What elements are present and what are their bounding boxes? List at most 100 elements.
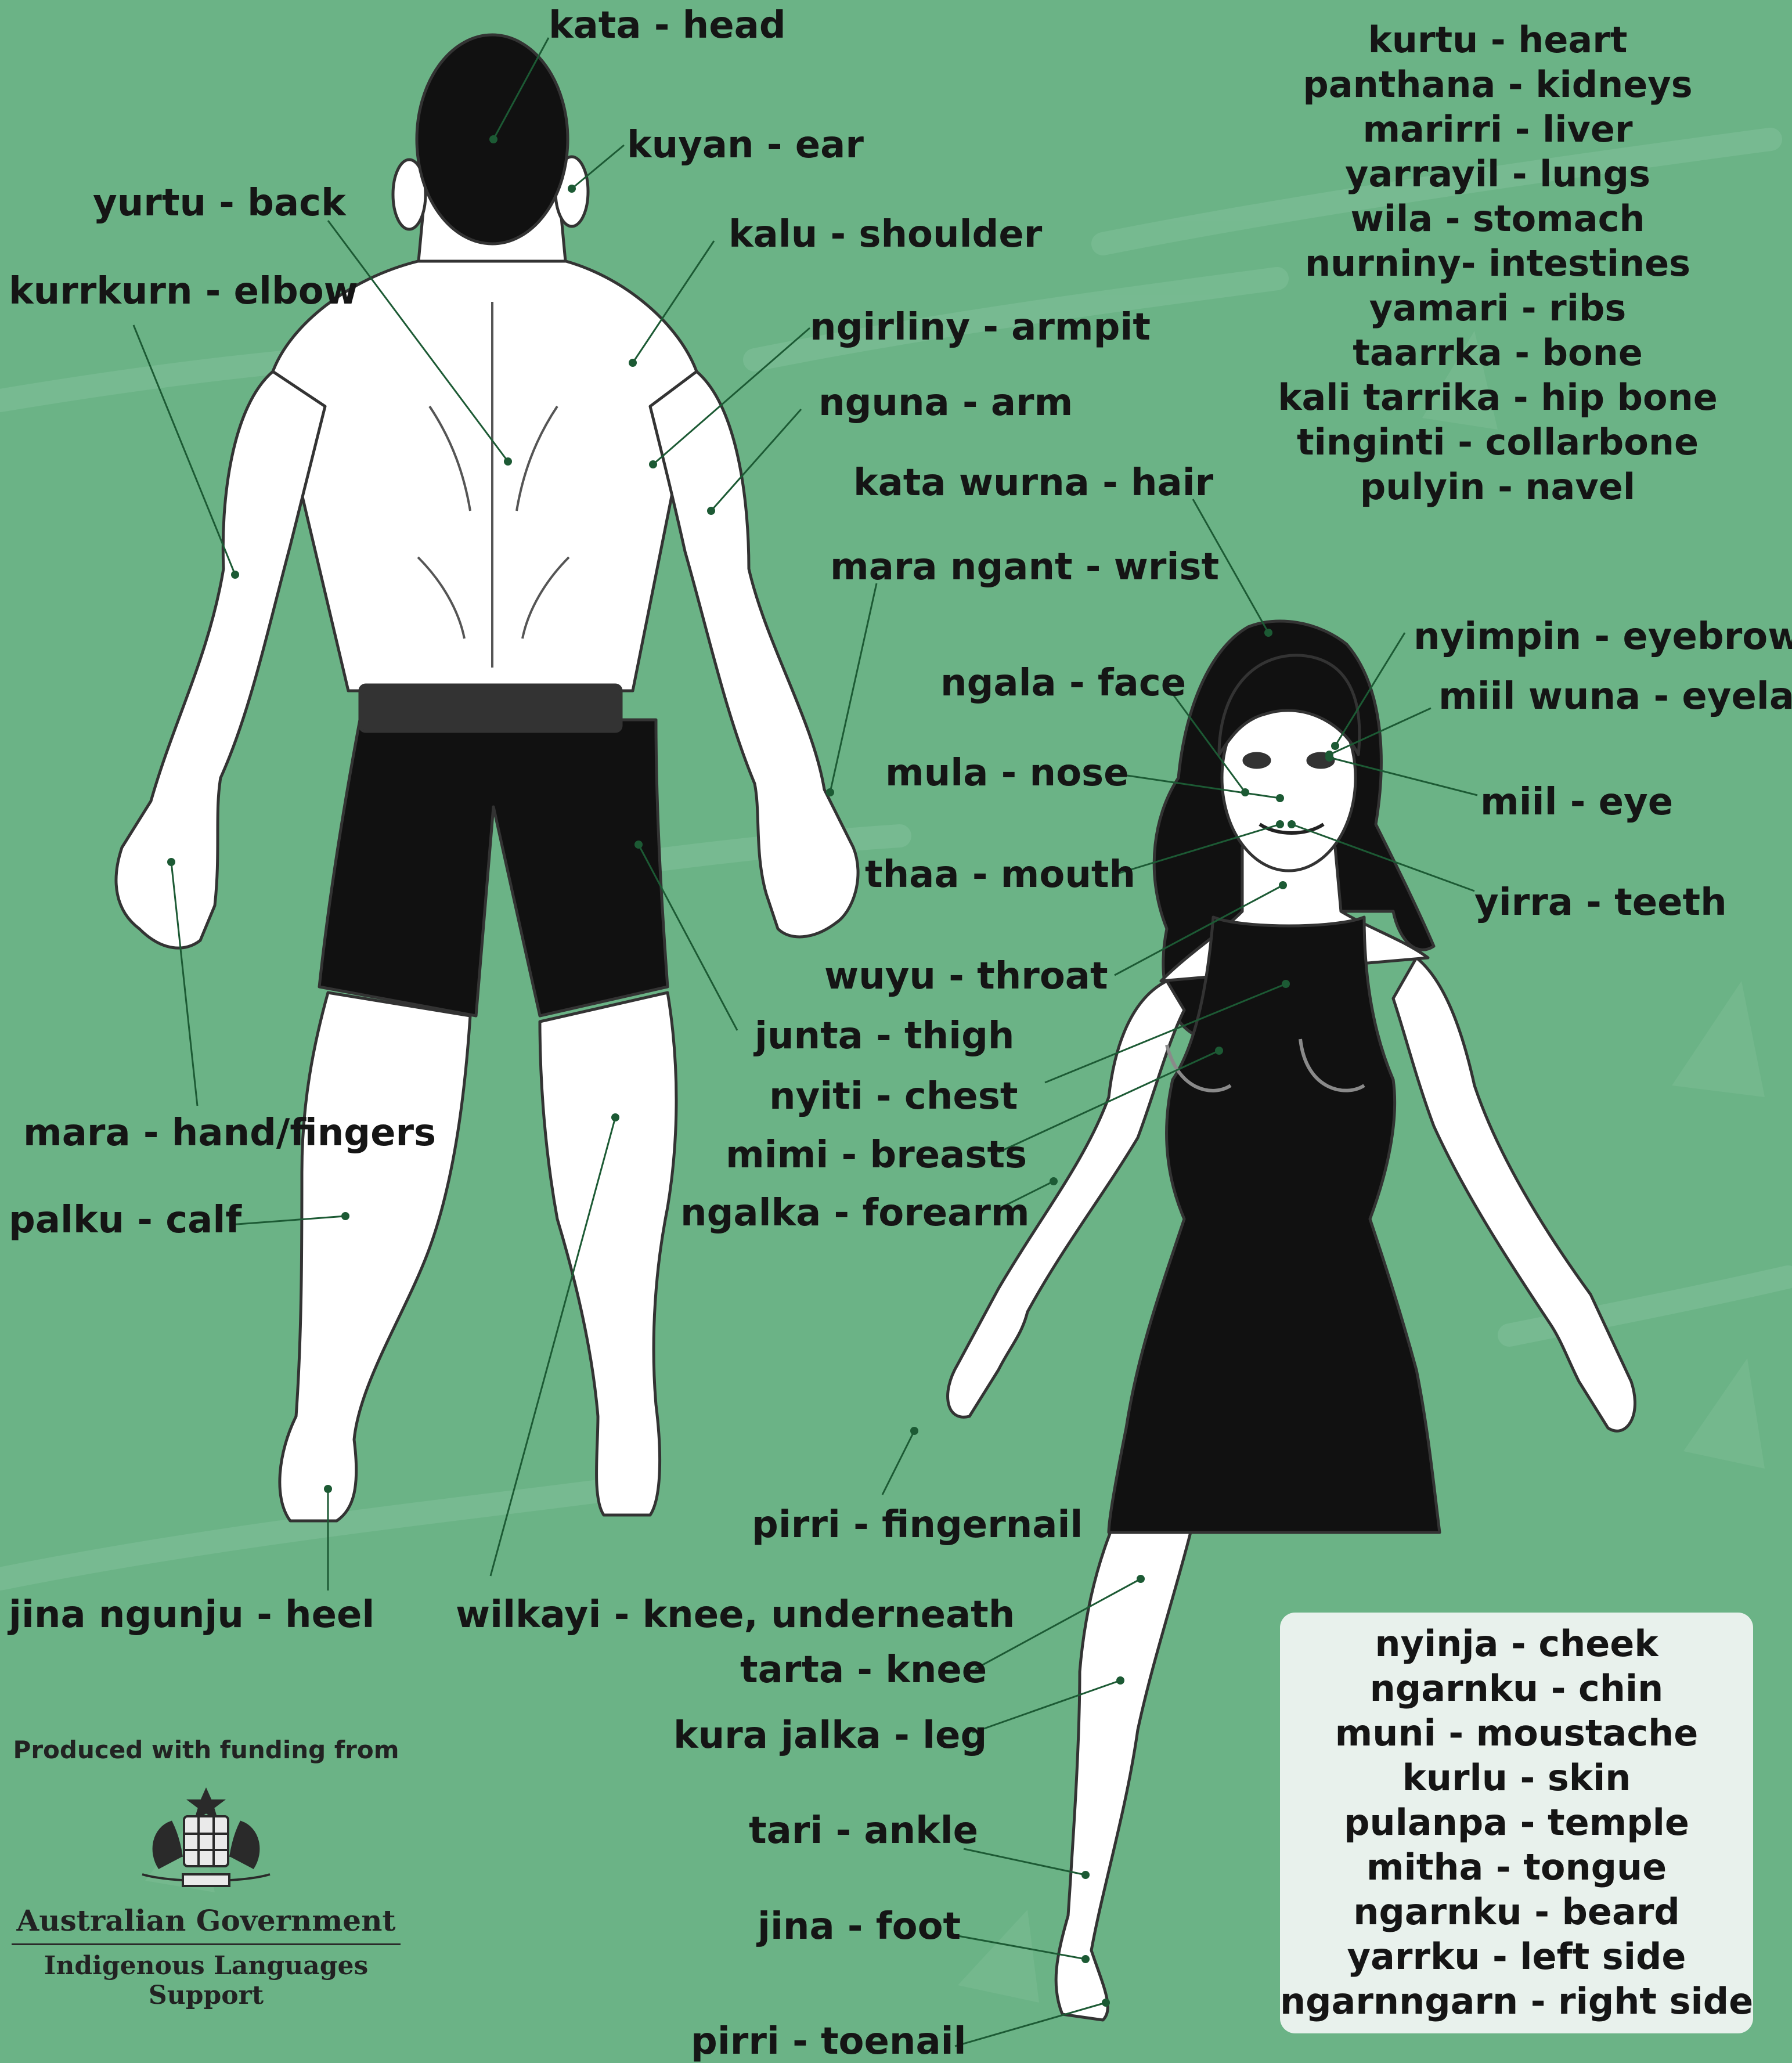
label-back: yurtu - back: [93, 185, 346, 222]
label-eyebrow: nyimpin - eyebrow: [1414, 618, 1792, 655]
leader-dot-thigh: [634, 841, 643, 849]
leader-dot-arm: [707, 507, 715, 515]
leader-dot-hair: [1264, 629, 1272, 637]
leader-line-hand: [171, 862, 197, 1106]
label-knee: tarta - knee: [740, 1651, 987, 1689]
leader-dot-mouth: [1276, 820, 1284, 828]
vocabulary-item: nyinja - cheek: [1280, 1621, 1753, 1666]
leader-line-eyebrow: [1335, 633, 1405, 746]
leader-dot-eye: [1325, 753, 1333, 762]
leader-dot-eyebrow: [1331, 742, 1339, 750]
leader-dot-ear: [568, 185, 576, 193]
vocabulary-item: ngarnku - beard: [1280, 1889, 1753, 1934]
leader-line-chest: [1045, 984, 1286, 1083]
label-elbow: kurrkurn - elbow: [9, 273, 358, 310]
leader-line-breasts: [998, 1051, 1219, 1152]
label-hand: mara - hand/fingers: [23, 1115, 436, 1152]
leader-dot-head: [489, 135, 497, 143]
label-throat: wuyu - throat: [824, 958, 1108, 995]
leader-line-throat: [1115, 885, 1283, 975]
organs-list-item: yarrayil - lungs: [1268, 152, 1727, 196]
label-chest: nyiti - chest: [769, 1078, 1018, 1115]
organs-list-item: tinginti - collarbone: [1268, 420, 1727, 464]
leader-dot-throat: [1279, 881, 1287, 889]
leader-dot-knee: [1137, 1575, 1145, 1583]
leader-line-nose: [1123, 775, 1280, 798]
label-forearm: ngalka - forearm: [680, 1195, 1030, 1232]
leader-dot-leg: [1116, 1676, 1124, 1685]
label-eyelash: miil wuna - eyelash: [1438, 678, 1792, 715]
leader-dot-chest: [1282, 980, 1290, 988]
organs-list-item: yamari - ribs: [1268, 286, 1727, 330]
leader-dot-shoulder: [629, 359, 637, 367]
leader-line-shoulder: [633, 241, 714, 363]
coat-of-arms-icon: [119, 1781, 293, 1898]
funding-text: Produced with funding from: [6, 1736, 406, 1764]
organs-list-item: marirri - liver: [1268, 107, 1727, 152]
organs-list-item: kurtu - heart: [1268, 17, 1727, 62]
leader-line-toenail: [955, 2003, 1106, 2046]
vocabulary-item: yarrku - left side: [1280, 1934, 1753, 1979]
leader-dot-foot: [1081, 1955, 1090, 1963]
organs-list-item: kali tarrika - hip bone: [1268, 375, 1727, 420]
label-thigh: junta - thigh: [755, 1018, 1014, 1055]
vocabulary-item: ngarnngarn - right side: [1280, 1979, 1753, 2024]
leader-dot-heel: [324, 1485, 332, 1493]
label-shoulder: kalu - shoulder: [729, 216, 1042, 253]
leader-line-leg: [972, 1680, 1120, 1733]
organs-list-item: panthana - kidneys: [1268, 62, 1727, 107]
label-foot: jina - foot: [758, 1908, 961, 1945]
leader-dot-armpit: [649, 460, 657, 468]
leader-line-head: [493, 38, 549, 139]
leader-dot-wrist: [826, 788, 834, 796]
leader-line-foot: [958, 1936, 1086, 1959]
leader-line-arm: [711, 409, 801, 511]
leader-dot-toenail: [1102, 1999, 1110, 2007]
label-head: kata - head: [549, 7, 786, 44]
leader-dot-back: [504, 457, 512, 466]
label-toenail: pirri - toenail: [691, 2023, 967, 2060]
label-hair: kata wurna - hair: [853, 464, 1213, 502]
credit-divider: [12, 1943, 401, 1945]
leader-dot-ankle: [1081, 1871, 1090, 1879]
leader-dot-knee-under: [611, 1113, 619, 1121]
leader-line-wrist: [830, 583, 877, 792]
leader-dot-fingernail: [910, 1427, 918, 1435]
organs-list: kurtu - heart panthana - kidneys marirri…: [1268, 17, 1727, 509]
label-armpit: ngirliny - armpit: [810, 309, 1151, 346]
leader-dot-hand: [167, 858, 175, 866]
leader-dot-calf: [341, 1212, 349, 1220]
leader-line-teeth: [1292, 824, 1474, 891]
program-name: Indigenous Languages Support: [6, 1951, 406, 2010]
label-teeth: yirra - teeth: [1474, 884, 1727, 921]
label-ankle: tari - ankle: [749, 1812, 978, 1849]
government-name: Australian Government: [6, 1903, 406, 1938]
label-heel: jina ngunju - heel: [9, 1596, 374, 1633]
leader-dot-breasts: [1215, 1047, 1223, 1055]
label-calf: palku - calf: [9, 1202, 241, 1239]
leader-line-elbow: [134, 325, 235, 575]
leader-dot-teeth: [1288, 820, 1296, 828]
organs-list-item: taarrka - bone: [1268, 330, 1727, 375]
label-fingernail: pirri - fingernail: [752, 1506, 1083, 1543]
vocabulary-item: pulanpa - temple: [1280, 1800, 1753, 1845]
leader-line-fingernail: [882, 1431, 914, 1495]
leader-dot-nose: [1276, 794, 1284, 802]
leader-line-back: [328, 221, 508, 461]
leader-line-ankle: [964, 1849, 1086, 1875]
leader-dot-face: [1241, 788, 1249, 796]
vocabulary-item: ngarnku - chin: [1280, 1666, 1753, 1711]
leader-line-ear: [572, 145, 624, 189]
label-knee-under: wilkayi - knee, underneath: [456, 1596, 1015, 1633]
leader-line-eye: [1329, 758, 1477, 795]
leader-line-mouth: [1117, 824, 1280, 874]
leader-dot-elbow: [231, 571, 239, 579]
vocabulary-item: kurlu - skin: [1280, 1755, 1753, 1800]
label-face: ngala - face: [940, 665, 1186, 702]
organs-list-item: wila - stomach: [1268, 196, 1727, 241]
funding-credit: Produced with funding from Australian Go…: [6, 1736, 406, 2010]
label-leg: kura jalka - leg: [673, 1717, 987, 1754]
vocabulary-list: nyinja - cheek ngarnku - chin muni - mou…: [1280, 1621, 1753, 2024]
label-mouth: thaa - mouth: [865, 856, 1135, 893]
